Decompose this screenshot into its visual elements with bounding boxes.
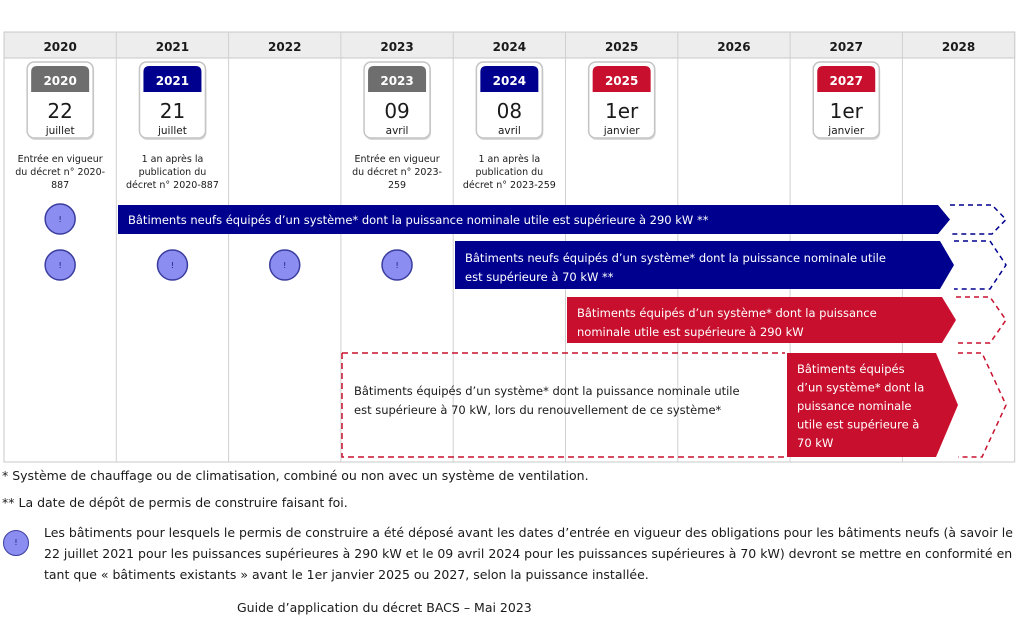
year-header-2026: 2026 [717,40,750,54]
calendar-caption: publication du [139,167,207,178]
calendar-caption: publication du [476,167,544,178]
calendar-day: 22 [47,99,72,123]
calendar-caption: du décret n° 2023- [352,167,442,178]
info-circle-icon: ! [3,530,29,556]
info-circle-icon [381,249,413,281]
calendar-caption: 1 an après la [478,154,540,165]
bar-label: utile est supérieure à [797,418,919,432]
year-header-band [3,31,1016,59]
bar-label: est supérieure à 70 kW, lors du renouvel… [354,403,722,417]
calendar-year: 2027 [830,74,863,88]
calendar-caption: 259 [388,180,406,191]
calendar-day: 21 [160,99,185,123]
info-circle-glyph: ! [59,215,62,224]
bar-label: 70 kW [797,436,833,450]
calendar-day: 08 [497,99,522,123]
bar-label: nominale utile est supérieure à 290 kW [577,325,804,339]
calendar-day: 09 [384,99,409,123]
dashed-extension [956,296,1007,344]
bar-existing-290 [567,297,956,343]
footnote-permit-date: ** La date de dépôt de permis de constru… [2,495,348,510]
legend-text: Les bâtiments pour lesquels le permis de… [44,525,1013,582]
bar-renewal-70 [341,352,785,458]
calendar-header-2024 [480,66,539,92]
info-circle-glyph: ! [171,261,174,270]
year-header-2028: 2028 [942,40,975,54]
info-circle-glyph: ! [395,261,398,270]
bar-label: Bâtiments équipés d’un système* dont la … [577,306,877,320]
calendar-year: 2023 [380,74,413,88]
bar-new-290 [118,205,950,234]
dashed-extension [958,352,1007,458]
year-header-2023: 2023 [380,40,413,54]
calendar-year: 2021 [156,74,189,88]
calendar-caption: décret n° 2020-887 [126,180,219,191]
info-circle-glyph: ! [59,261,62,270]
bar-label: Bâtiments neufs équipés d’un système* do… [465,251,886,265]
bar-label: Bâtiments équipés d’un système* dont la … [354,384,740,398]
bar-label: Bâtiments neufs équipés d’un système* do… [128,213,709,227]
calendar-month: juillet [45,125,75,137]
bar-label: d’un système* dont la [797,381,924,395]
calendar-header-2027 [817,66,876,92]
bar-new-70 [455,241,954,289]
calendar-header-2021 [143,66,202,92]
calendar-caption: Entrée en vigueur [354,154,439,165]
calendar-caption: décret n° 2023-259 [463,180,556,191]
calendar-month: avril [498,125,521,137]
source-credit: Guide d’application du décret BACS – Mai… [237,600,532,615]
bar-label: Bâtiments équipés [797,362,905,376]
calendar-month: avril [386,125,409,137]
info-circle-icon [44,203,76,235]
calendar-month: juillet [157,125,187,137]
info-circle-glyph: ! [283,261,286,270]
calendar-year: 2024 [493,74,526,88]
year-header-2024: 2024 [493,40,526,54]
bar-label: puissance nominale [797,399,911,413]
info-circle-icon [156,249,189,281]
timeline-diagram: 2020 2021 2022 2023 2024 2025 2026 2027 2028 2020… [3,31,1016,463]
year-header-2020: 2020 [43,40,76,54]
calendar-header-2023 [368,66,427,92]
footnote-system: * Système de chauffage ou de climatisati… [2,468,589,483]
info-circle-icon [44,249,76,281]
calendar-header-2025 [592,66,651,92]
calendar-year: 2020 [43,74,76,88]
calendar-month: janvier [827,125,865,137]
calendar-caption: 1 an après la [142,154,204,165]
year-header-2021: 2021 [156,40,189,54]
calendar-day: 1er [605,99,639,123]
calendar-header-2020 [31,66,90,92]
calendar-day: 1er [830,99,864,123]
dashed-extension [954,240,1007,290]
calendar-month: janvier [603,125,641,137]
calendar-caption: 887 [51,180,69,191]
calendar-year: 2025 [605,74,638,88]
bar-label: est supérieure à 70 kW ** [465,270,614,284]
year-header-2022: 2022 [268,40,301,54]
year-header-2025: 2025 [605,40,638,54]
year-header-2027: 2027 [830,40,863,54]
bar-existing-70 [787,353,958,457]
calendar-caption: Entrée en vigueur [18,154,103,165]
dashed-extension [950,204,1008,235]
info-circle-icon [269,249,301,281]
calendar-caption: du décret n° 2020- [15,167,105,178]
